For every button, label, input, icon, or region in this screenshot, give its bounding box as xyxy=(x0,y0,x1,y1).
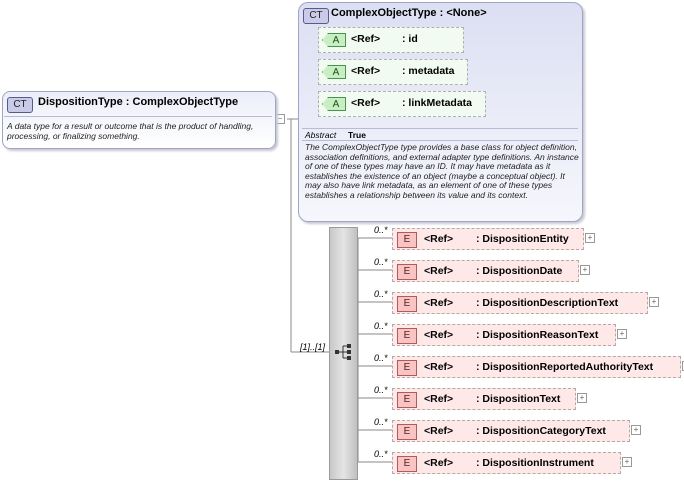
attribute-name: : id xyxy=(402,33,418,45)
attribute-icon: A xyxy=(322,33,346,47)
expand-toggle[interactable]: + xyxy=(617,329,627,339)
attribute-linkmetadata[interactable]: A <Ref> : linkMetadata xyxy=(318,91,486,117)
disposition-type-box[interactable] xyxy=(2,91,276,149)
element-name: : DispositionText xyxy=(476,393,561,405)
element-cardinality: 0..* xyxy=(374,321,388,331)
expand-toggle[interactable]: + xyxy=(682,361,684,371)
element-icon: E xyxy=(397,264,417,280)
element-ref: <Ref> xyxy=(424,457,454,469)
complex-type-icon: CT xyxy=(7,97,33,113)
element-icon: E xyxy=(397,360,417,376)
element-cardinality: 0..* xyxy=(374,353,388,363)
sequence-icon xyxy=(335,344,351,360)
element-ref: <Ref> xyxy=(424,233,454,245)
element-icon: E xyxy=(397,456,417,472)
element-box[interactable]: E <Ref> : DispositionText xyxy=(392,388,576,410)
element-cardinality: 0..* xyxy=(374,417,388,427)
main-type-title: DispositionType : ComplexObjectType xyxy=(38,96,239,108)
expand-toggle[interactable]: + xyxy=(622,457,632,467)
expand-toggle[interactable]: + xyxy=(577,393,587,403)
element-box[interactable]: E <Ref> : DispositionInstrument xyxy=(392,452,621,474)
attribute-name: : linkMetadata xyxy=(402,97,473,109)
element-ref: <Ref> xyxy=(424,297,454,309)
attribute-ref: <Ref> xyxy=(351,33,381,45)
element-box[interactable]: E <Ref> : DispositionDate xyxy=(392,260,579,282)
element-box[interactable]: E <Ref> : DispositionCategoryText xyxy=(392,420,630,442)
element-box[interactable]: E <Ref> : DispositionEntity xyxy=(392,228,584,250)
attribute-ref: <Ref> xyxy=(351,65,381,77)
element-ref: <Ref> xyxy=(424,265,454,277)
base-type-description: The ComplexObjectType type provides a ba… xyxy=(305,142,579,200)
expand-toggle[interactable]: + xyxy=(631,425,641,435)
element-ref: <Ref> xyxy=(424,393,454,405)
expand-toggle[interactable]: + xyxy=(649,297,659,307)
base-type-title: ComplexObjectType : <None> xyxy=(331,7,487,19)
expand-toggle[interactable]: + xyxy=(580,265,590,275)
element-cardinality: 0..* xyxy=(374,289,388,299)
abstract-label: Abstract xyxy=(305,130,337,140)
element-name: : DispositionInstrument xyxy=(476,457,594,469)
divider xyxy=(302,128,578,129)
element-icon: E xyxy=(397,424,417,440)
element-name: : DispositionCategoryText xyxy=(476,425,606,437)
element-box[interactable]: E <Ref> : DispositionDescriptionText xyxy=(392,292,648,314)
element-icon: E xyxy=(397,328,417,344)
element-cardinality: 0..* xyxy=(374,385,388,395)
element-ref: <Ref> xyxy=(424,425,454,437)
element-icon: E xyxy=(397,296,417,312)
complex-type-icon: CT xyxy=(303,8,329,24)
element-box[interactable]: E <Ref> : DispositionReasonText xyxy=(392,324,616,346)
element-name: : DispositionDate xyxy=(476,265,563,277)
element-cardinality: 0..* xyxy=(374,449,388,459)
main-type-description: A data type for a result or outcome that… xyxy=(7,121,254,141)
collapse-toggle[interactable]: − xyxy=(275,114,285,124)
element-box[interactable]: E <Ref> : DispositionReportedAuthorityText xyxy=(392,356,681,378)
divider xyxy=(302,140,578,141)
element-ref: <Ref> xyxy=(424,329,454,341)
element-ref: <Ref> xyxy=(424,361,454,373)
attribute-ref: <Ref> xyxy=(351,97,381,109)
expand-toggle[interactable]: + xyxy=(585,233,595,243)
attribute-icon: A xyxy=(322,65,346,79)
element-name: : DispositionEntity xyxy=(476,233,569,245)
element-name: : DispositionDescriptionText xyxy=(476,297,619,309)
element-name: : DispositionReportedAuthorityText xyxy=(476,361,654,373)
abstract-value: True xyxy=(348,130,366,140)
attribute-icon: A xyxy=(322,97,346,111)
element-icon: E xyxy=(397,232,417,248)
element-name: : DispositionReasonText xyxy=(476,329,599,341)
attribute-metadata[interactable]: A <Ref> : metadata xyxy=(318,59,468,85)
sequence-cardinality: [1]..[1] xyxy=(300,342,326,352)
element-icon: E xyxy=(397,392,417,408)
attribute-id[interactable]: A <Ref> : id xyxy=(318,27,464,53)
divider xyxy=(4,116,272,117)
attribute-name: : metadata xyxy=(402,65,455,77)
element-cardinality: 0..* xyxy=(374,257,388,267)
element-cardinality: 0..* xyxy=(374,225,388,235)
